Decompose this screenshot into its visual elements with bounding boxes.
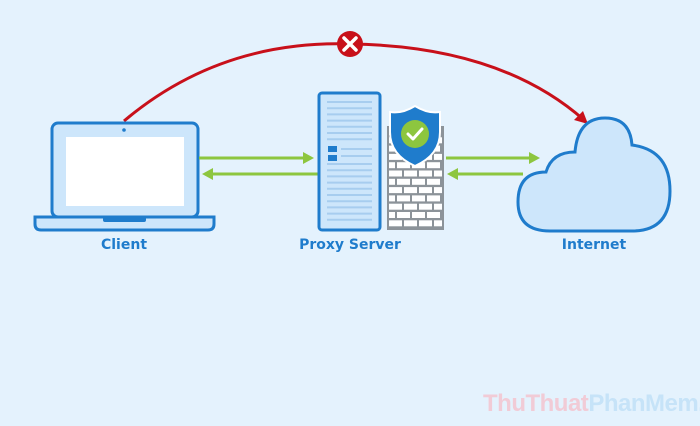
internet-cloud-icon xyxy=(516,116,672,233)
client-proxy-arrows xyxy=(199,152,318,180)
wall-brick xyxy=(434,170,442,177)
wall-brick xyxy=(389,220,402,227)
wall-brick xyxy=(389,153,402,160)
wall-brick xyxy=(434,220,442,227)
wall-brick xyxy=(434,153,442,160)
internet-label: Internet xyxy=(561,237,627,253)
wall-brick xyxy=(389,203,402,210)
wall-brick xyxy=(427,162,440,169)
wall-brick xyxy=(419,220,432,227)
wall-brick xyxy=(389,145,395,152)
wall-brick xyxy=(412,195,425,202)
wall-brick xyxy=(389,162,395,169)
wall-brick xyxy=(397,195,410,202)
wall-brick xyxy=(404,203,417,210)
wall-brick xyxy=(404,187,417,194)
wall-brick xyxy=(404,220,417,227)
wall-brick xyxy=(412,178,425,185)
watermark-part2: PhanMem.vn xyxy=(588,390,700,417)
proxy-server-label: Proxy Server xyxy=(299,237,401,253)
wall-brick xyxy=(434,203,442,210)
wall-brick xyxy=(404,170,417,177)
wall-brick xyxy=(419,187,432,194)
wall-brick xyxy=(389,178,395,185)
wall-brick xyxy=(434,187,442,194)
shield-check-icon xyxy=(389,104,441,168)
wall-brick xyxy=(389,212,395,218)
wall-brick xyxy=(397,178,410,185)
wall-brick xyxy=(427,212,440,218)
wall-brick xyxy=(412,212,425,218)
wall-brick xyxy=(419,170,432,177)
firewall-brick-wall-icon xyxy=(387,126,444,230)
watermark-part1: ThuThuat xyxy=(483,390,589,417)
client-label: Client xyxy=(100,237,148,253)
wall-brick xyxy=(389,195,395,202)
wall-brick xyxy=(397,162,410,169)
client-laptop-icon xyxy=(33,121,216,232)
proxy-internet-arrows xyxy=(446,152,540,180)
wall-brick xyxy=(419,203,432,210)
wall-brick xyxy=(389,170,402,177)
proxy-server-icon xyxy=(317,91,382,232)
watermark: ThuThuatPhanMem.vn xyxy=(483,390,700,418)
wall-brick xyxy=(427,195,440,202)
wall-brick xyxy=(389,187,402,194)
blocked-x-icon xyxy=(337,31,363,57)
wall-brick xyxy=(427,178,440,185)
wall-brick xyxy=(397,212,410,218)
arc-arrowhead xyxy=(574,111,588,124)
